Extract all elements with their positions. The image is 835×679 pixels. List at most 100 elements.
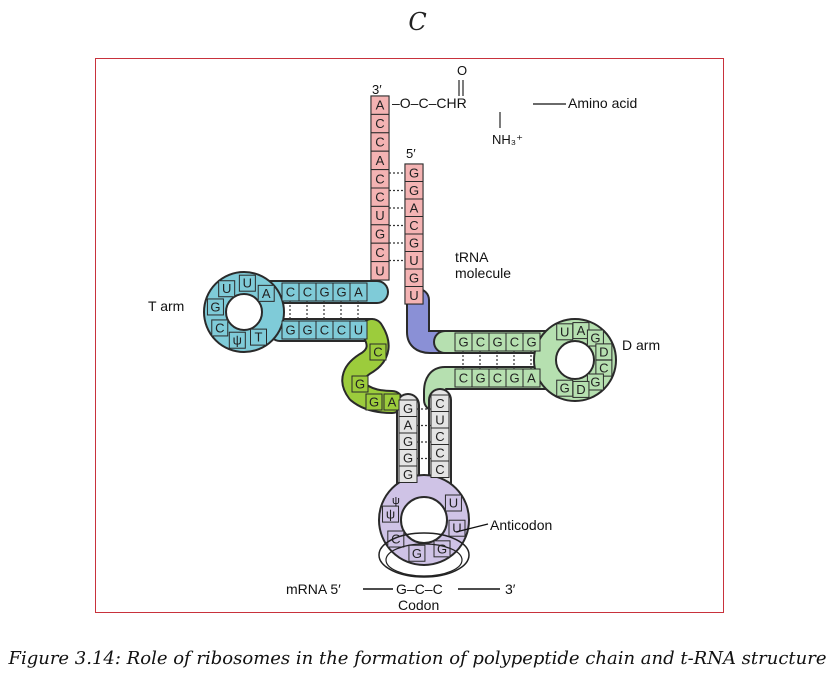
svg-text:C: C — [493, 371, 502, 386]
nucleotide-acceptor-3prime: U — [370, 261, 390, 281]
nucleotide-anticodon-loop: G — [408, 544, 426, 562]
nucleotide-acceptor-5prime: U — [404, 286, 424, 305]
svg-text:T: T — [255, 330, 263, 345]
svg-text:C: C — [303, 285, 312, 300]
svg-text:G: G — [403, 450, 413, 465]
svg-text:U: U — [560, 324, 569, 339]
svg-text:C: C — [435, 429, 444, 444]
nucleotide-t-loop: G — [206, 298, 224, 316]
svg-text:C: C — [435, 445, 444, 460]
svg-text:C: C — [476, 335, 485, 350]
nucleotide-anticodon-stem-right: C — [430, 427, 450, 445]
svg-text:C: C — [435, 396, 444, 411]
nucleotide-d-loop: G — [556, 379, 574, 397]
figure-caption: Figure 3.14: Role of ribosomes in the fo… — [8, 648, 827, 669]
svg-text:G: G — [319, 285, 329, 300]
svg-text:G: G — [302, 323, 312, 338]
svg-text:A: A — [410, 200, 419, 215]
svg-text:U: U — [452, 521, 461, 536]
nucleotide-anticodon-stem-left: G — [398, 449, 418, 467]
nucleotide-t-stem-top: A — [349, 282, 368, 302]
svg-text:C: C — [337, 323, 346, 338]
nucleotide-t-loop: U — [238, 274, 256, 292]
svg-text:G: G — [375, 227, 385, 242]
nucleotide-d-stem-top: G — [454, 332, 473, 352]
prime-3-label: 3′ — [372, 82, 382, 97]
mrna-right-label: 3′ — [505, 581, 516, 597]
svg-text:A: A — [577, 323, 586, 338]
nucleotide-variable-loop: A — [383, 393, 401, 411]
amine-group: NH₃⁺ — [492, 132, 523, 147]
nucleotide-t-loop: T — [250, 328, 267, 346]
nucleotide-variable-loop: C — [369, 343, 387, 361]
codon-label: Codon — [398, 597, 439, 613]
nucleotide-anticodon-stem-left: G — [398, 432, 418, 450]
connector-band-fill — [408, 290, 455, 352]
nucleotide-d-loop: U — [556, 323, 574, 341]
nucleotide-anticodon-stem-right: C — [430, 460, 450, 478]
nucleotide-acceptor-3prime: A — [370, 150, 390, 171]
svg-text:A: A — [527, 371, 536, 386]
nucleotide-t-loop: U — [218, 280, 236, 298]
nucleotide-acceptor-5prime: G — [404, 233, 424, 252]
svg-text:G: G — [412, 546, 422, 561]
nucleotide-anticodon-loop: U — [448, 519, 466, 537]
t-arm-label: T arm — [148, 298, 184, 314]
prime-5-label: 5′ — [406, 146, 416, 161]
svg-text:G: G — [403, 401, 413, 416]
nucleotide-anticodon-loop: ψ — [382, 505, 400, 523]
nucleotide-d-stem-top: C — [505, 332, 524, 352]
svg-text:A: A — [388, 395, 397, 410]
svg-text:U: U — [354, 323, 363, 338]
amino-acid-label: Amino acid — [568, 95, 637, 111]
svg-text:C: C — [599, 361, 608, 376]
svg-text:U: U — [375, 263, 384, 278]
svg-text:G: G — [210, 299, 220, 314]
svg-text:G: G — [458, 335, 468, 350]
nucleotide-t-stem-top: G — [315, 282, 334, 302]
svg-text:C: C — [391, 532, 400, 547]
nucleotide-d-stem-top: G — [488, 332, 507, 352]
d-arm-label: D arm — [622, 337, 660, 353]
svg-text:G: G — [355, 377, 365, 392]
psi-loop-mark: ψ — [392, 495, 400, 507]
svg-text:C: C — [375, 135, 384, 150]
svg-text:U: U — [435, 412, 444, 427]
anticodon-label: Anticodon — [490, 517, 552, 533]
svg-text:A: A — [354, 285, 363, 300]
nucleotide-anticodon-stem-right: C — [430, 444, 450, 462]
svg-text:G: G — [475, 371, 485, 386]
nucleotide-t-stem-bottom: G — [298, 320, 317, 340]
nucleotide-acceptor-3prime: C — [370, 242, 390, 263]
svg-text:U: U — [409, 288, 418, 303]
nucleotide-t-stem-bottom: C — [332, 320, 351, 340]
mrna-codon-bases: G–C–C — [396, 581, 443, 597]
nucleotide-anticodon-loop: G — [433, 540, 451, 558]
svg-text:G: G — [403, 434, 413, 449]
svg-text:D: D — [599, 344, 608, 359]
figure-frame — [95, 58, 724, 613]
mrna-left-label: mRNA 5′ — [286, 581, 341, 597]
nucleotide-variable-loop: G — [351, 375, 369, 393]
svg-text:C: C — [375, 116, 384, 131]
nucleotide-acceptor-3prime: G — [370, 224, 390, 244]
svg-text:G: G — [492, 335, 502, 350]
nucleotide-acceptor-3prime: C — [370, 187, 390, 207]
nucleotide-t-stem-top: C — [281, 282, 300, 302]
nucleotide-anticodon-loop: C — [387, 530, 405, 548]
svg-text:G: G — [409, 235, 419, 250]
base-pair-lines — [289, 172, 532, 476]
svg-text:C: C — [375, 190, 384, 205]
nucleotide-anticodon-stem-left: G — [398, 399, 418, 417]
svg-text:G: G — [437, 541, 447, 556]
svg-text:U: U — [243, 276, 252, 291]
nucleotide-acceptor-5prime: C — [404, 216, 424, 235]
svg-text:C: C — [286, 285, 295, 300]
amino-link-text: –O–C–CHR — [392, 95, 467, 111]
panel-label: C — [408, 8, 427, 36]
nucleotide-t-stem-top: C — [298, 282, 317, 302]
nucleotide-t-loop: ψ — [228, 331, 246, 349]
nucleotide-acceptor-3prime: C — [370, 169, 390, 189]
nucleotide-anticodon-loop: U — [444, 494, 462, 512]
